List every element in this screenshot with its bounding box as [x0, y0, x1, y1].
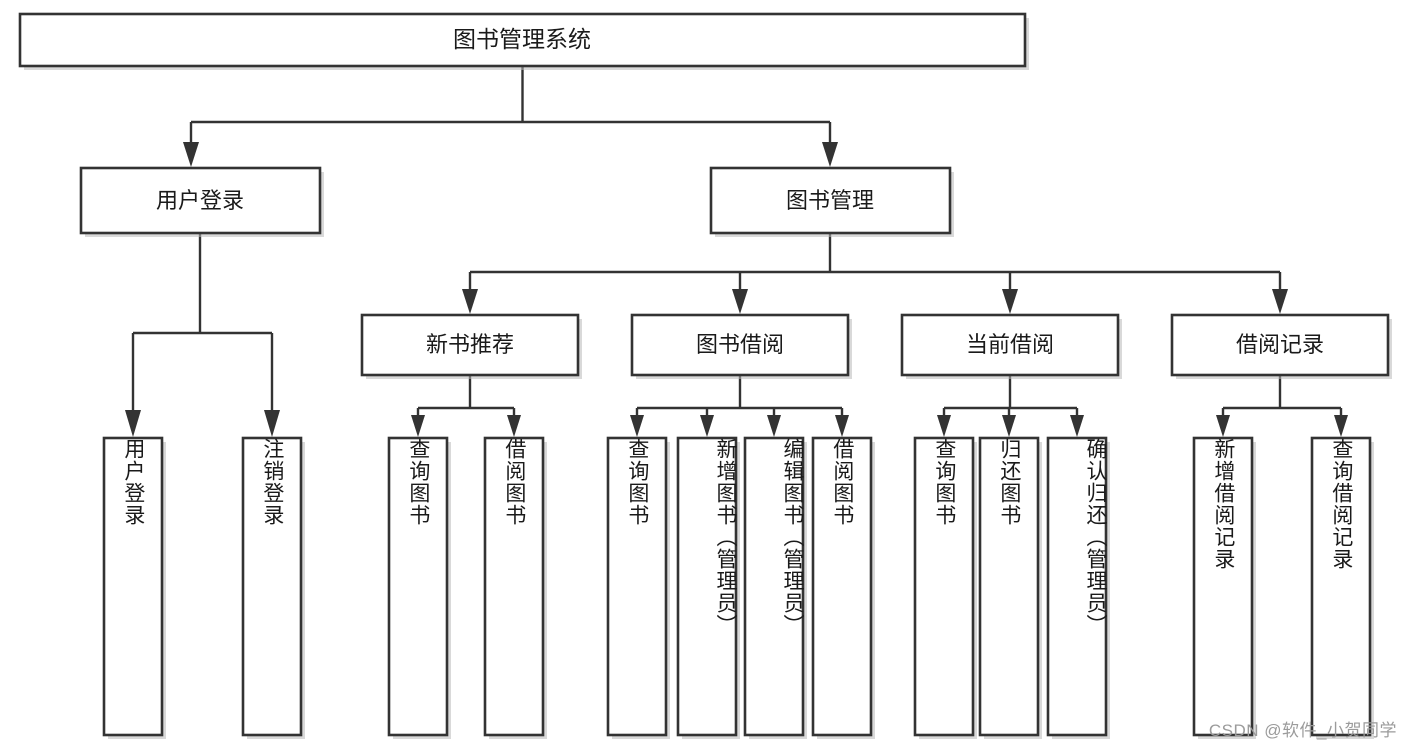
node-leaf-query-book-2[interactable] — [606, 436, 670, 739]
node-current-borrow-rect[interactable] — [900, 313, 1120, 377]
connector-group-book-borrow-to-leaves — [630, 376, 849, 437]
csdn-watermark: CSDN @软件_小贺同学 — [1208, 721, 1397, 740]
arrow-head-new-book-recommend — [462, 289, 478, 314]
node-leaf-user-login-rect[interactable] — [102, 436, 164, 737]
node-leaf-query-borrow-record-rect[interactable] — [1310, 436, 1372, 737]
node-leaf-borrow-book-1-rect[interactable] — [483, 436, 545, 737]
arrow-head-leaf-return-book — [1002, 415, 1016, 437]
node-leaf-edit-book[interactable] — [743, 436, 807, 739]
arrow-head-leaf-add-borrow-record — [1216, 415, 1230, 437]
node-user-login-rect[interactable] — [79, 166, 322, 235]
connector-group-user-login-to-leaves — [125, 234, 280, 437]
arrow-head-user-login — [183, 142, 199, 167]
arrow-head-leaf-edit-book — [767, 415, 781, 437]
connector-group-borrow-record-to-leaves — [1216, 376, 1348, 437]
arrow-head-leaf-borrow-book-2 — [835, 415, 849, 437]
node-root-label: 图书管理系统 — [453, 26, 591, 52]
node-leaf-confirm-return-rect[interactable] — [1046, 436, 1108, 737]
node-book-borrow[interactable]: 图书借阅 — [630, 313, 852, 379]
connector-group-current-borrow-to-leaves — [937, 376, 1084, 437]
arrow-head-borrow-record — [1272, 289, 1288, 314]
node-leaf-user-logout[interactable] — [241, 436, 305, 739]
node-new-book-recommend[interactable]: 新书推荐 — [360, 313, 582, 379]
node-root-rect[interactable] — [18, 12, 1027, 68]
node-book-manage[interactable]: 图书管理 — [709, 166, 954, 237]
node-borrow-record-rect[interactable] — [1170, 313, 1390, 377]
node-borrow-record[interactable]: 借阅记录 — [1170, 313, 1392, 379]
node-leaf-add-borrow-record-rect[interactable] — [1192, 436, 1254, 737]
node-leaf-add-borrow-record[interactable] — [1192, 436, 1256, 739]
node-leaf-return-book-rect[interactable] — [978, 436, 1040, 737]
node-new-book-recommend-label: 新书推荐 — [426, 332, 514, 357]
node-new-book-recommend-rect[interactable] — [360, 313, 580, 377]
arrow-head-leaf-confirm-return — [1070, 415, 1084, 437]
node-leaf-return-book[interactable] — [978, 436, 1042, 739]
node-leaf-borrow-book-2[interactable] — [811, 436, 875, 739]
node-leaf-query-book-2-rect[interactable] — [606, 436, 668, 737]
arrow-head-leaf-query-book-3 — [937, 415, 951, 437]
node-leaf-borrow-book-2-rect[interactable] — [811, 436, 873, 737]
node-current-borrow[interactable]: 当前借阅 — [900, 313, 1122, 379]
arrow-head-leaf-query-borrow-record — [1334, 415, 1348, 437]
connector-group-new-book-to-leaves — [411, 376, 521, 437]
arrow-head-leaf-borrow-book-1 — [507, 415, 521, 437]
node-leaf-query-borrow-record[interactable] — [1310, 436, 1374, 739]
node-user-login[interactable]: 用户登录 — [79, 166, 324, 237]
arrow-head-leaf-user-logout — [264, 410, 280, 437]
node-leaf-edit-book-rect[interactable] — [743, 436, 805, 737]
node-book-manage-rect[interactable] — [709, 166, 952, 235]
arrow-head-leaf-query-book-1 — [411, 415, 425, 437]
arrow-head-leaf-query-book-2 — [630, 415, 644, 437]
node-leaf-query-book-1[interactable] — [387, 436, 451, 739]
node-leaf-add-book-rect[interactable] — [676, 436, 738, 737]
node-book-borrow-rect[interactable] — [630, 313, 850, 377]
arrow-head-book-manage — [822, 142, 838, 167]
connector-group-root-to-level2 — [183, 67, 838, 167]
node-borrow-record-label: 借阅记录 — [1236, 332, 1324, 357]
node-leaf-query-book-3-rect[interactable] — [913, 436, 975, 737]
node-leaf-borrow-book-1[interactable] — [483, 436, 547, 739]
node-leaf-user-login[interactable] — [102, 436, 166, 739]
node-leaf-query-book-1-rect[interactable] — [387, 436, 449, 737]
node-leaf-user-logout-rect[interactable] — [241, 436, 303, 737]
arrow-head-leaf-user-login — [125, 410, 141, 437]
arrow-head-leaf-add-book — [700, 415, 714, 437]
arrow-head-current-borrow — [1002, 289, 1018, 314]
arrow-head-book-borrow — [732, 289, 748, 314]
node-book-manage-label: 图书管理 — [786, 188, 874, 213]
node-current-borrow-label: 当前借阅 — [966, 332, 1054, 357]
node-leaf-add-book[interactable] — [676, 436, 740, 739]
node-leaf-query-book-3[interactable] — [913, 436, 977, 739]
node-leaf-confirm-return[interactable] — [1046, 436, 1110, 739]
connector-group-book-manage-to-level3 — [462, 234, 1288, 314]
node-book-borrow-label: 图书借阅 — [696, 332, 784, 357]
node-root[interactable]: 图书管理系统 — [18, 12, 1029, 70]
node-user-login-label: 用户登录 — [156, 188, 244, 213]
